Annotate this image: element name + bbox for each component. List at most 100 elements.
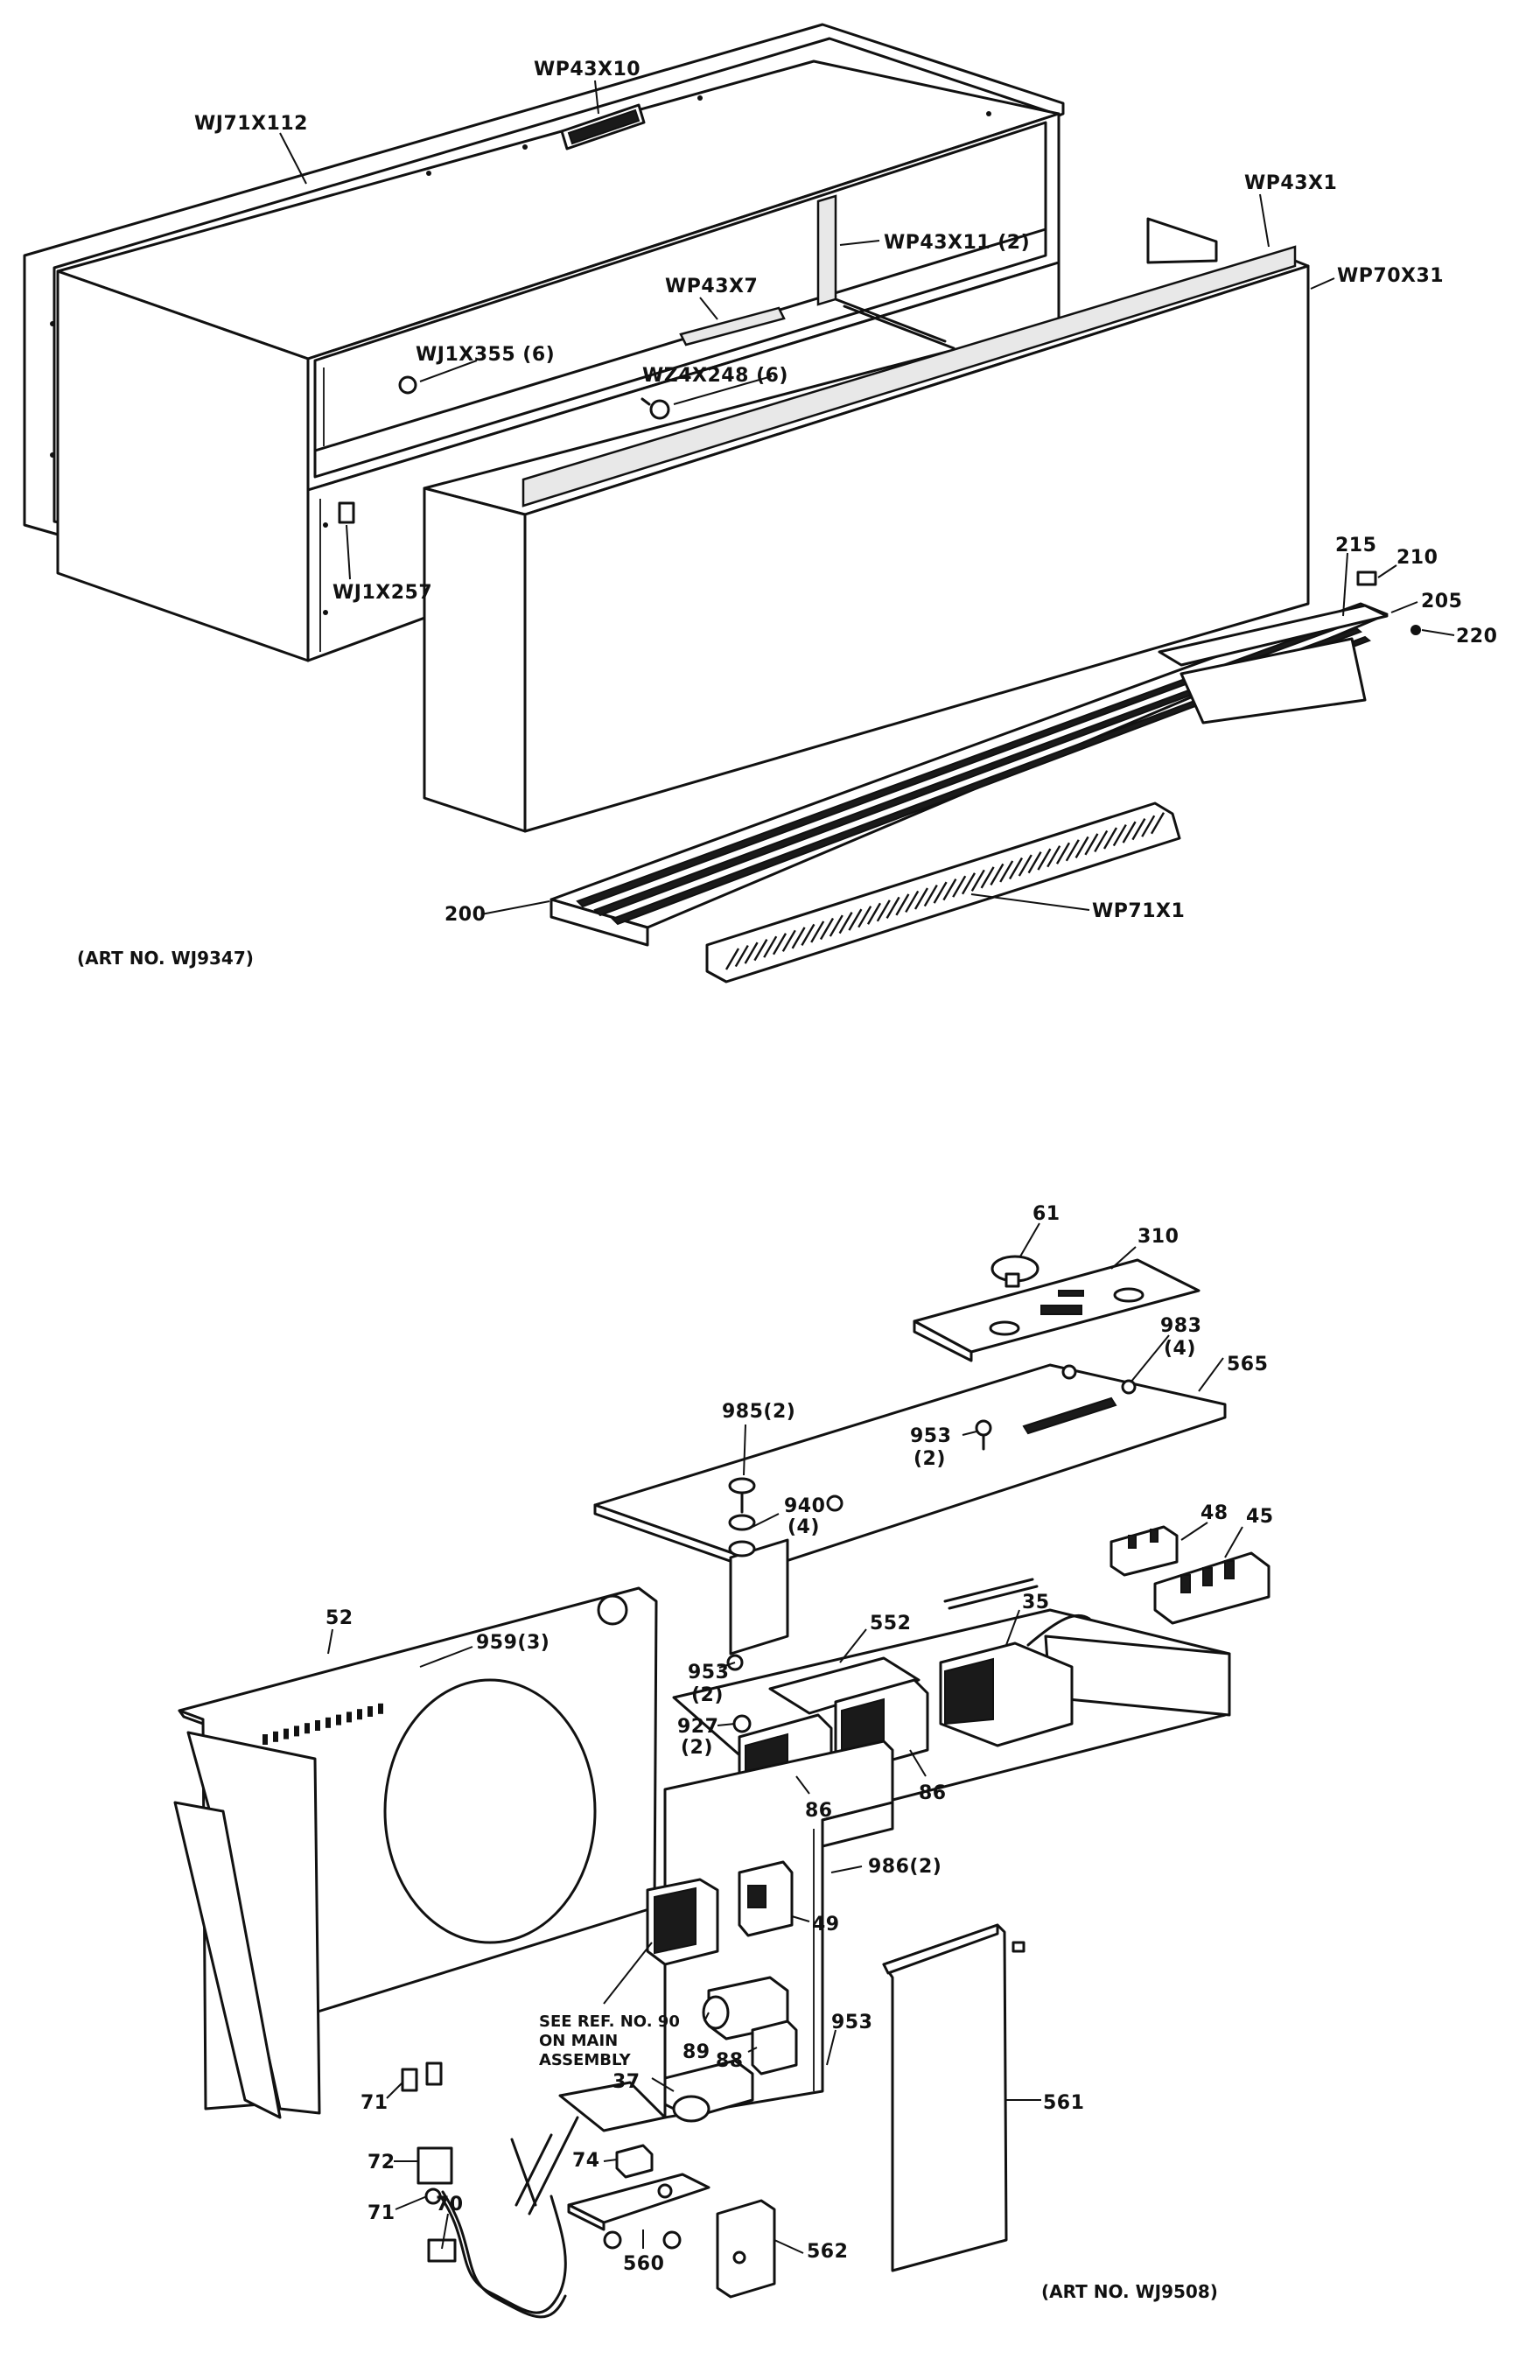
label-985: 985(2) — [722, 1401, 795, 1423]
label-45: 45 — [1246, 1506, 1274, 1528]
label-wj1x355: WJ1X355 (6) — [416, 344, 555, 366]
grille-slot — [763, 935, 778, 958]
label-940: 940 — [784, 1495, 825, 1517]
label-927-qty: (2) — [681, 1737, 713, 1759]
shroud-tab — [273, 1731, 278, 1742]
shroud-tab — [336, 1714, 341, 1726]
fan-shroud-52 — [173, 1586, 658, 2119]
label-927: 927 — [677, 1716, 718, 1738]
nut-220 — [1410, 625, 1421, 635]
shroud-tab — [326, 1717, 331, 1728]
label-52: 52 — [326, 1607, 354, 1629]
grille-slot — [772, 933, 788, 956]
grille-slot — [886, 896, 900, 919]
label-953-low: 953 — [831, 2012, 872, 2034]
label-220: 220 — [1456, 626, 1497, 648]
shroud-tab — [368, 1706, 373, 1717]
grille-slot — [1150, 812, 1166, 835]
part-74 — [615, 2144, 654, 2179]
plate-560 — [567, 2173, 710, 2250]
note-line-3: ASSEMBLY — [539, 2051, 632, 2069]
label-940-qty: (4) — [788, 1516, 820, 1538]
art-number-upper: (ART NO. WJ9347) — [77, 948, 254, 969]
shroud-tab — [294, 1726, 299, 1737]
grille-slots — [724, 812, 1166, 970]
grille-slot — [876, 900, 891, 922]
grille-slot — [829, 914, 844, 937]
grille-slot — [810, 920, 825, 943]
bracket-562 — [716, 2199, 776, 2299]
shroud-tab — [262, 1734, 268, 1745]
control-panel-310 — [913, 1258, 1200, 1362]
label-983-qty: (4) — [1164, 1338, 1196, 1360]
shroud-tab — [304, 1723, 310, 1734]
grille-slot — [961, 872, 976, 895]
upper-assembly: WP43X10 WJ71X112 WP43X1 WP43X11 (2) WP70… — [23, 23, 1497, 984]
relay-49 — [738, 1860, 794, 1937]
transformer-ref-90 — [646, 1878, 719, 1966]
grille-slot — [1122, 821, 1137, 844]
grille-wp71x1 — [705, 802, 1181, 984]
grille-slot — [942, 878, 957, 901]
grille-slot — [744, 942, 759, 964]
art-number-lower: (ART NO. WJ9508) — [1041, 2281, 1218, 2302]
shroud-tab — [315, 1720, 320, 1731]
label-71-upper: 71 — [360, 2092, 388, 2114]
label-953-top: 953 — [910, 1425, 951, 1447]
bottom-bracket — [558, 2081, 667, 2132]
grille-slot — [838, 911, 853, 934]
grille-slot — [734, 944, 749, 968]
grille-slot — [858, 906, 872, 928]
upper-labels: WP43X10 WJ71X112 WP43X1 WP43X11 (2) WP70… — [77, 59, 1497, 969]
access-door-215 — [1158, 604, 1389, 724]
shroud-tab-row — [262, 1703, 383, 1745]
grille-slot — [980, 866, 995, 889]
shroud-tab — [357, 1709, 362, 1720]
label-wz4x248: WZ4X248 (6) — [642, 365, 788, 387]
grille-slot — [952, 875, 967, 898]
label-72: 72 — [368, 2152, 396, 2174]
label-wj1x257: WJ1X257 — [332, 582, 432, 604]
note-line-1: SEE REF. NO. 90 — [539, 2012, 680, 2031]
shroud-tab — [284, 1728, 289, 1740]
label-560: 560 — [623, 2253, 664, 2275]
grille-slot — [1027, 850, 1042, 874]
label-953-top-qty: (2) — [914, 1448, 946, 1470]
grille-slot — [1074, 836, 1089, 858]
grille-slot — [914, 887, 929, 910]
grille-slot — [1055, 842, 1071, 864]
label-71-lower: 71 — [368, 2202, 396, 2224]
thermostat-35 — [939, 1578, 1091, 1747]
part-88 — [751, 2020, 798, 2076]
label-61: 61 — [1032, 1203, 1060, 1225]
grille-slot — [905, 890, 920, 914]
grille-slot — [819, 917, 835, 941]
grille-slot — [791, 927, 806, 949]
label-953-mid-qty: (2) — [691, 1684, 724, 1706]
label-74: 74 — [572, 2150, 600, 2172]
clip-wj1x257 — [338, 501, 355, 524]
grille-slot — [1037, 848, 1052, 871]
grille-slot — [1131, 818, 1146, 841]
handle-wp43x10 — [560, 103, 646, 150]
label-565: 565 — [1227, 1354, 1268, 1376]
upper-leader-lines — [279, 80, 1455, 915]
connector-71-upper — [401, 2062, 443, 2092]
grille-slot — [1018, 854, 1032, 877]
label-wp43x1: WP43X1 — [1244, 172, 1337, 194]
label-310: 310 — [1138, 1226, 1179, 1248]
grille-slot — [999, 860, 1014, 883]
terminal-block-45 — [1153, 1551, 1270, 1625]
label-86-right: 86 — [919, 1782, 947, 1804]
label-89: 89 — [682, 2041, 710, 2063]
label-959: 959(3) — [476, 1632, 550, 1654]
label-215: 215 — [1335, 535, 1376, 556]
grille-slot — [1141, 815, 1156, 837]
front-panel-wp70x31 — [423, 217, 1310, 833]
label-205: 205 — [1421, 591, 1462, 612]
screw-210 — [1356, 570, 1377, 586]
mounting-plate-552 — [768, 1656, 920, 1715]
label-wj71x112: WJ71X112 — [194, 113, 308, 135]
